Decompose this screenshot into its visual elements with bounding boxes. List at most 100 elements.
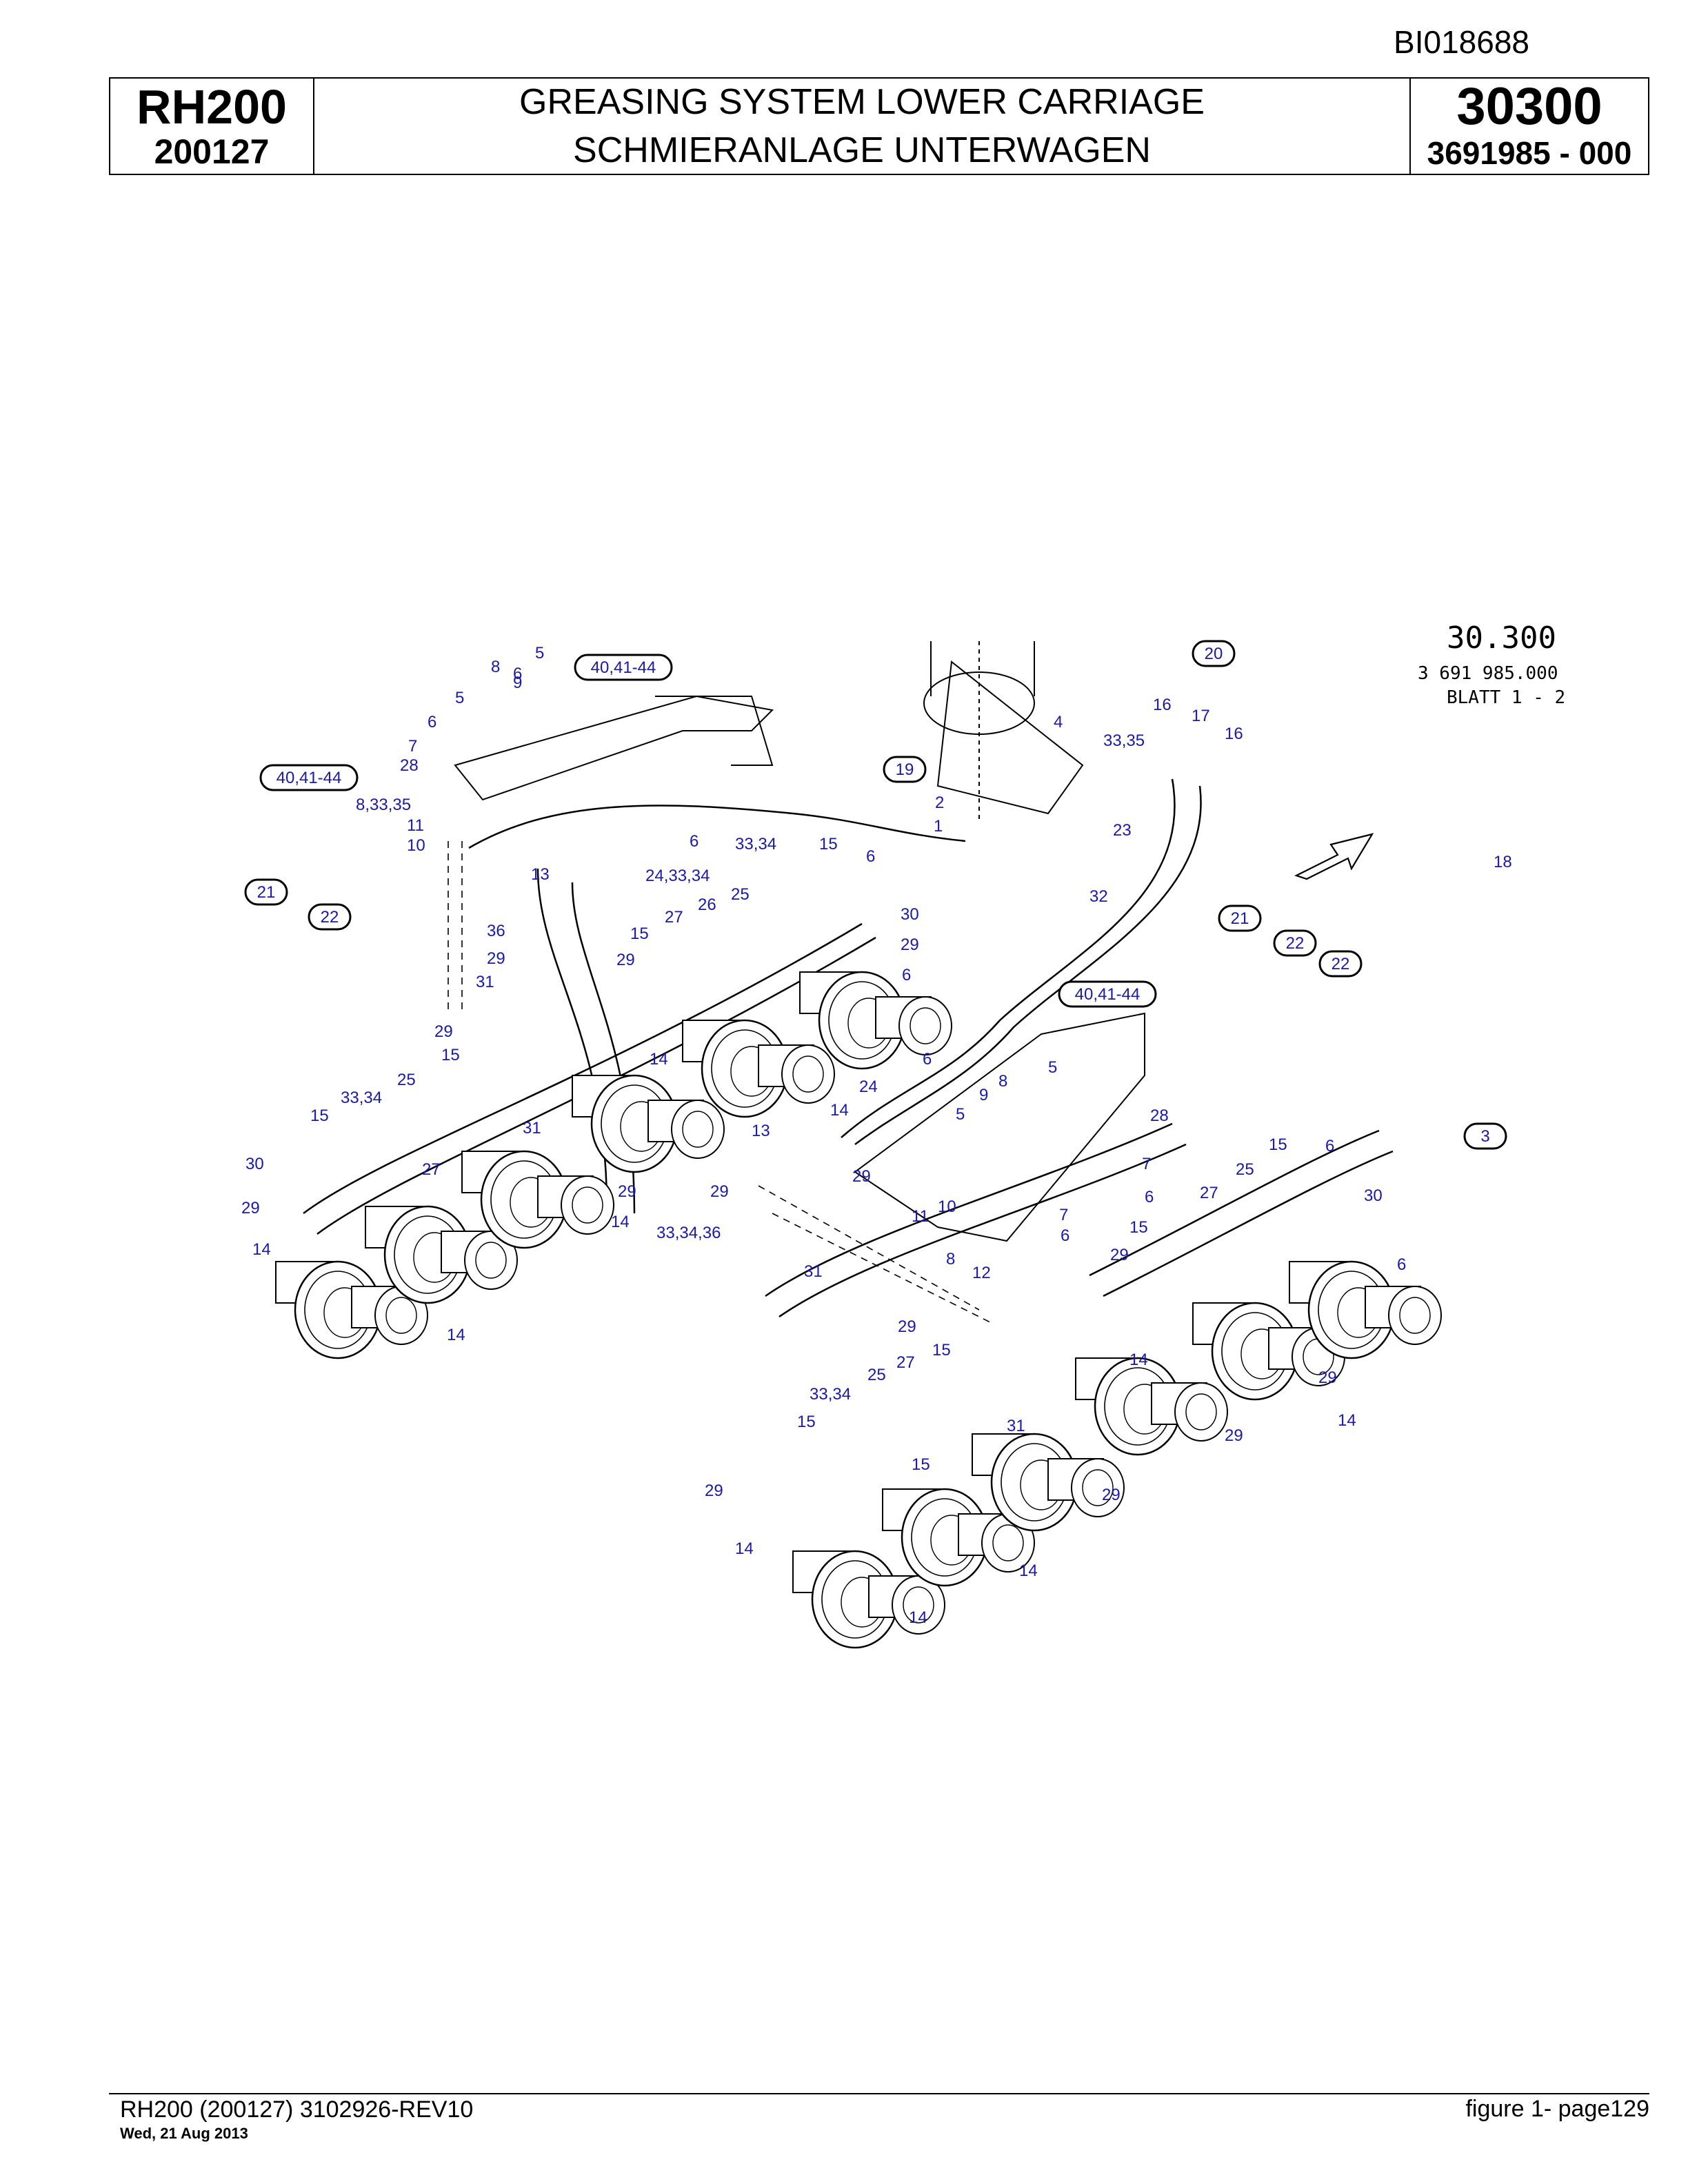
item-label: 24,33,34 xyxy=(645,867,710,885)
title-cell: GREASING SYSTEM LOWER CARRIAGE SCHMIERAN… xyxy=(314,79,1411,174)
item-label: 31 xyxy=(804,1262,823,1281)
item-label: 2 xyxy=(935,793,944,812)
item-label: 25 xyxy=(731,885,750,904)
item-label: 24 xyxy=(859,1078,878,1096)
item-label: 7 xyxy=(1142,1155,1151,1173)
item-label: 25 xyxy=(1236,1160,1254,1179)
item-label: 25 xyxy=(397,1071,416,1089)
item-label: 16 xyxy=(1225,725,1243,743)
item-label: 33,34 xyxy=(341,1089,382,1107)
item-label: 6 xyxy=(1145,1188,1154,1206)
item-label: 33,34 xyxy=(810,1385,851,1404)
item-label: 25 xyxy=(867,1366,886,1384)
item-label: 7 xyxy=(1059,1206,1068,1224)
item-label: 6 xyxy=(902,966,911,984)
item-label: 1 xyxy=(934,817,943,836)
item-label: 8 xyxy=(998,1072,1007,1091)
item-label: 6 xyxy=(690,832,699,851)
footer-document-ref: RH200 (200127) 3102926-REV10 xyxy=(120,2096,474,2123)
crawler-rollers-right xyxy=(792,1260,1443,1649)
item-label: 29 xyxy=(616,951,635,969)
item-label: 12 xyxy=(972,1264,991,1282)
item-label: 15 xyxy=(797,1413,816,1431)
item-label: 28 xyxy=(400,756,419,775)
item-label: 29 xyxy=(487,949,505,968)
model-name: RH200 xyxy=(137,80,287,134)
callout-11: 3 xyxy=(1480,1127,1489,1146)
item-label: 23 xyxy=(1113,821,1132,840)
item-label: 29 xyxy=(852,1167,871,1186)
item-label: 7 xyxy=(408,737,417,756)
item-label: 36 xyxy=(487,922,505,940)
item-label: 14 xyxy=(1129,1351,1148,1369)
stamp-line-2: 3 691 985.000 xyxy=(1418,663,1558,684)
item-label: 15 xyxy=(932,1341,951,1359)
title-block: RH200 200127 GREASING SYSTEM LOWER CARRI… xyxy=(109,77,1649,175)
item-label: 14 xyxy=(735,1539,754,1558)
item-label: 30 xyxy=(245,1155,264,1173)
stamp-line-3: BLATT 1 - 2 xyxy=(1447,687,1565,708)
group-number-cell: 30300 3691985 - 000 xyxy=(1411,79,1648,174)
item-label: 29 xyxy=(241,1199,260,1217)
item-label: 14 xyxy=(1019,1561,1038,1580)
callout-7: 22 xyxy=(321,908,339,927)
item-label: 32 xyxy=(1089,887,1108,906)
item-label: 29 xyxy=(1318,1368,1337,1387)
item-label: 27 xyxy=(665,908,683,927)
item-label: 15 xyxy=(819,835,838,853)
item-label: 33,34 xyxy=(735,835,776,853)
footer-page: figure 1- page129 xyxy=(1465,2096,1649,2122)
item-label: 6 xyxy=(428,713,436,731)
item-label: 11 xyxy=(407,816,424,835)
item-label: 28 xyxy=(1150,1106,1169,1125)
item-label: 33,34,36 xyxy=(656,1224,721,1242)
item-label: 33,35 xyxy=(1103,731,1145,750)
item-label: 27 xyxy=(896,1353,915,1372)
item-label: 15 xyxy=(1129,1218,1148,1237)
callout-bubbles: 40,41-44 40,41-44 40,41-44 19 20 21 22 2… xyxy=(244,640,1507,1150)
item-label: 29 xyxy=(1102,1486,1121,1504)
item-label: 14 xyxy=(830,1101,849,1120)
item-label: 5 xyxy=(1048,1058,1057,1077)
item-label: 5 xyxy=(956,1105,965,1124)
item-label: 9 xyxy=(979,1086,988,1104)
model-cell: RH200 200127 xyxy=(110,79,314,174)
title-english: GREASING SYSTEM LOWER CARRIAGE xyxy=(519,82,1205,122)
item-label: 29 xyxy=(618,1182,636,1201)
callout-4: 19 xyxy=(896,760,914,779)
item-label: 6 xyxy=(1325,1137,1334,1155)
item-label: 6 xyxy=(923,1050,932,1069)
item-label: 13 xyxy=(752,1122,770,1140)
item-label: 15 xyxy=(310,1106,329,1125)
callout-9: 22 xyxy=(1286,934,1305,953)
item-label: 29 xyxy=(434,1022,453,1041)
item-label: 5 xyxy=(455,689,464,707)
group-number: 30300 xyxy=(1456,77,1602,136)
item-labels: 5 8 9 6 5 6 7 28 8,33,35 11 10 6 13 24,3… xyxy=(241,644,1512,1627)
item-label: 6 xyxy=(1061,1226,1069,1245)
item-label: 31 xyxy=(523,1119,541,1138)
item-label: 29 xyxy=(901,936,919,954)
callout-3: 40,41-44 xyxy=(1075,985,1141,1004)
item-label: 8 xyxy=(946,1250,955,1268)
item-label: 14 xyxy=(447,1326,465,1344)
callout-10: 22 xyxy=(1332,955,1350,973)
callout-5: 20 xyxy=(1205,645,1223,663)
footer-date: Wed, 21 Aug 2013 xyxy=(120,2125,248,2142)
drawing-stamp: 30.300 3 691 985.000 BLATT 1 - 2 xyxy=(1418,620,1565,708)
item-label: 15 xyxy=(630,924,649,943)
item-label: 6 xyxy=(866,847,875,866)
item-label: 30 xyxy=(1364,1186,1383,1205)
callout-2: 40,41-44 xyxy=(277,769,342,787)
document-id: BI018688 xyxy=(1394,24,1529,60)
item-label: 17 xyxy=(1192,707,1210,725)
item-label: 14 xyxy=(252,1240,271,1259)
callout-8: 21 xyxy=(1231,909,1249,928)
item-label: 13 xyxy=(531,865,550,884)
item-label: 6 xyxy=(513,665,522,683)
crawler-rollers-left xyxy=(274,971,953,1359)
callout-1: 40,41-44 xyxy=(591,658,656,677)
stamp-line-1: 30.300 xyxy=(1447,620,1556,656)
item-label: 16 xyxy=(1153,696,1172,714)
